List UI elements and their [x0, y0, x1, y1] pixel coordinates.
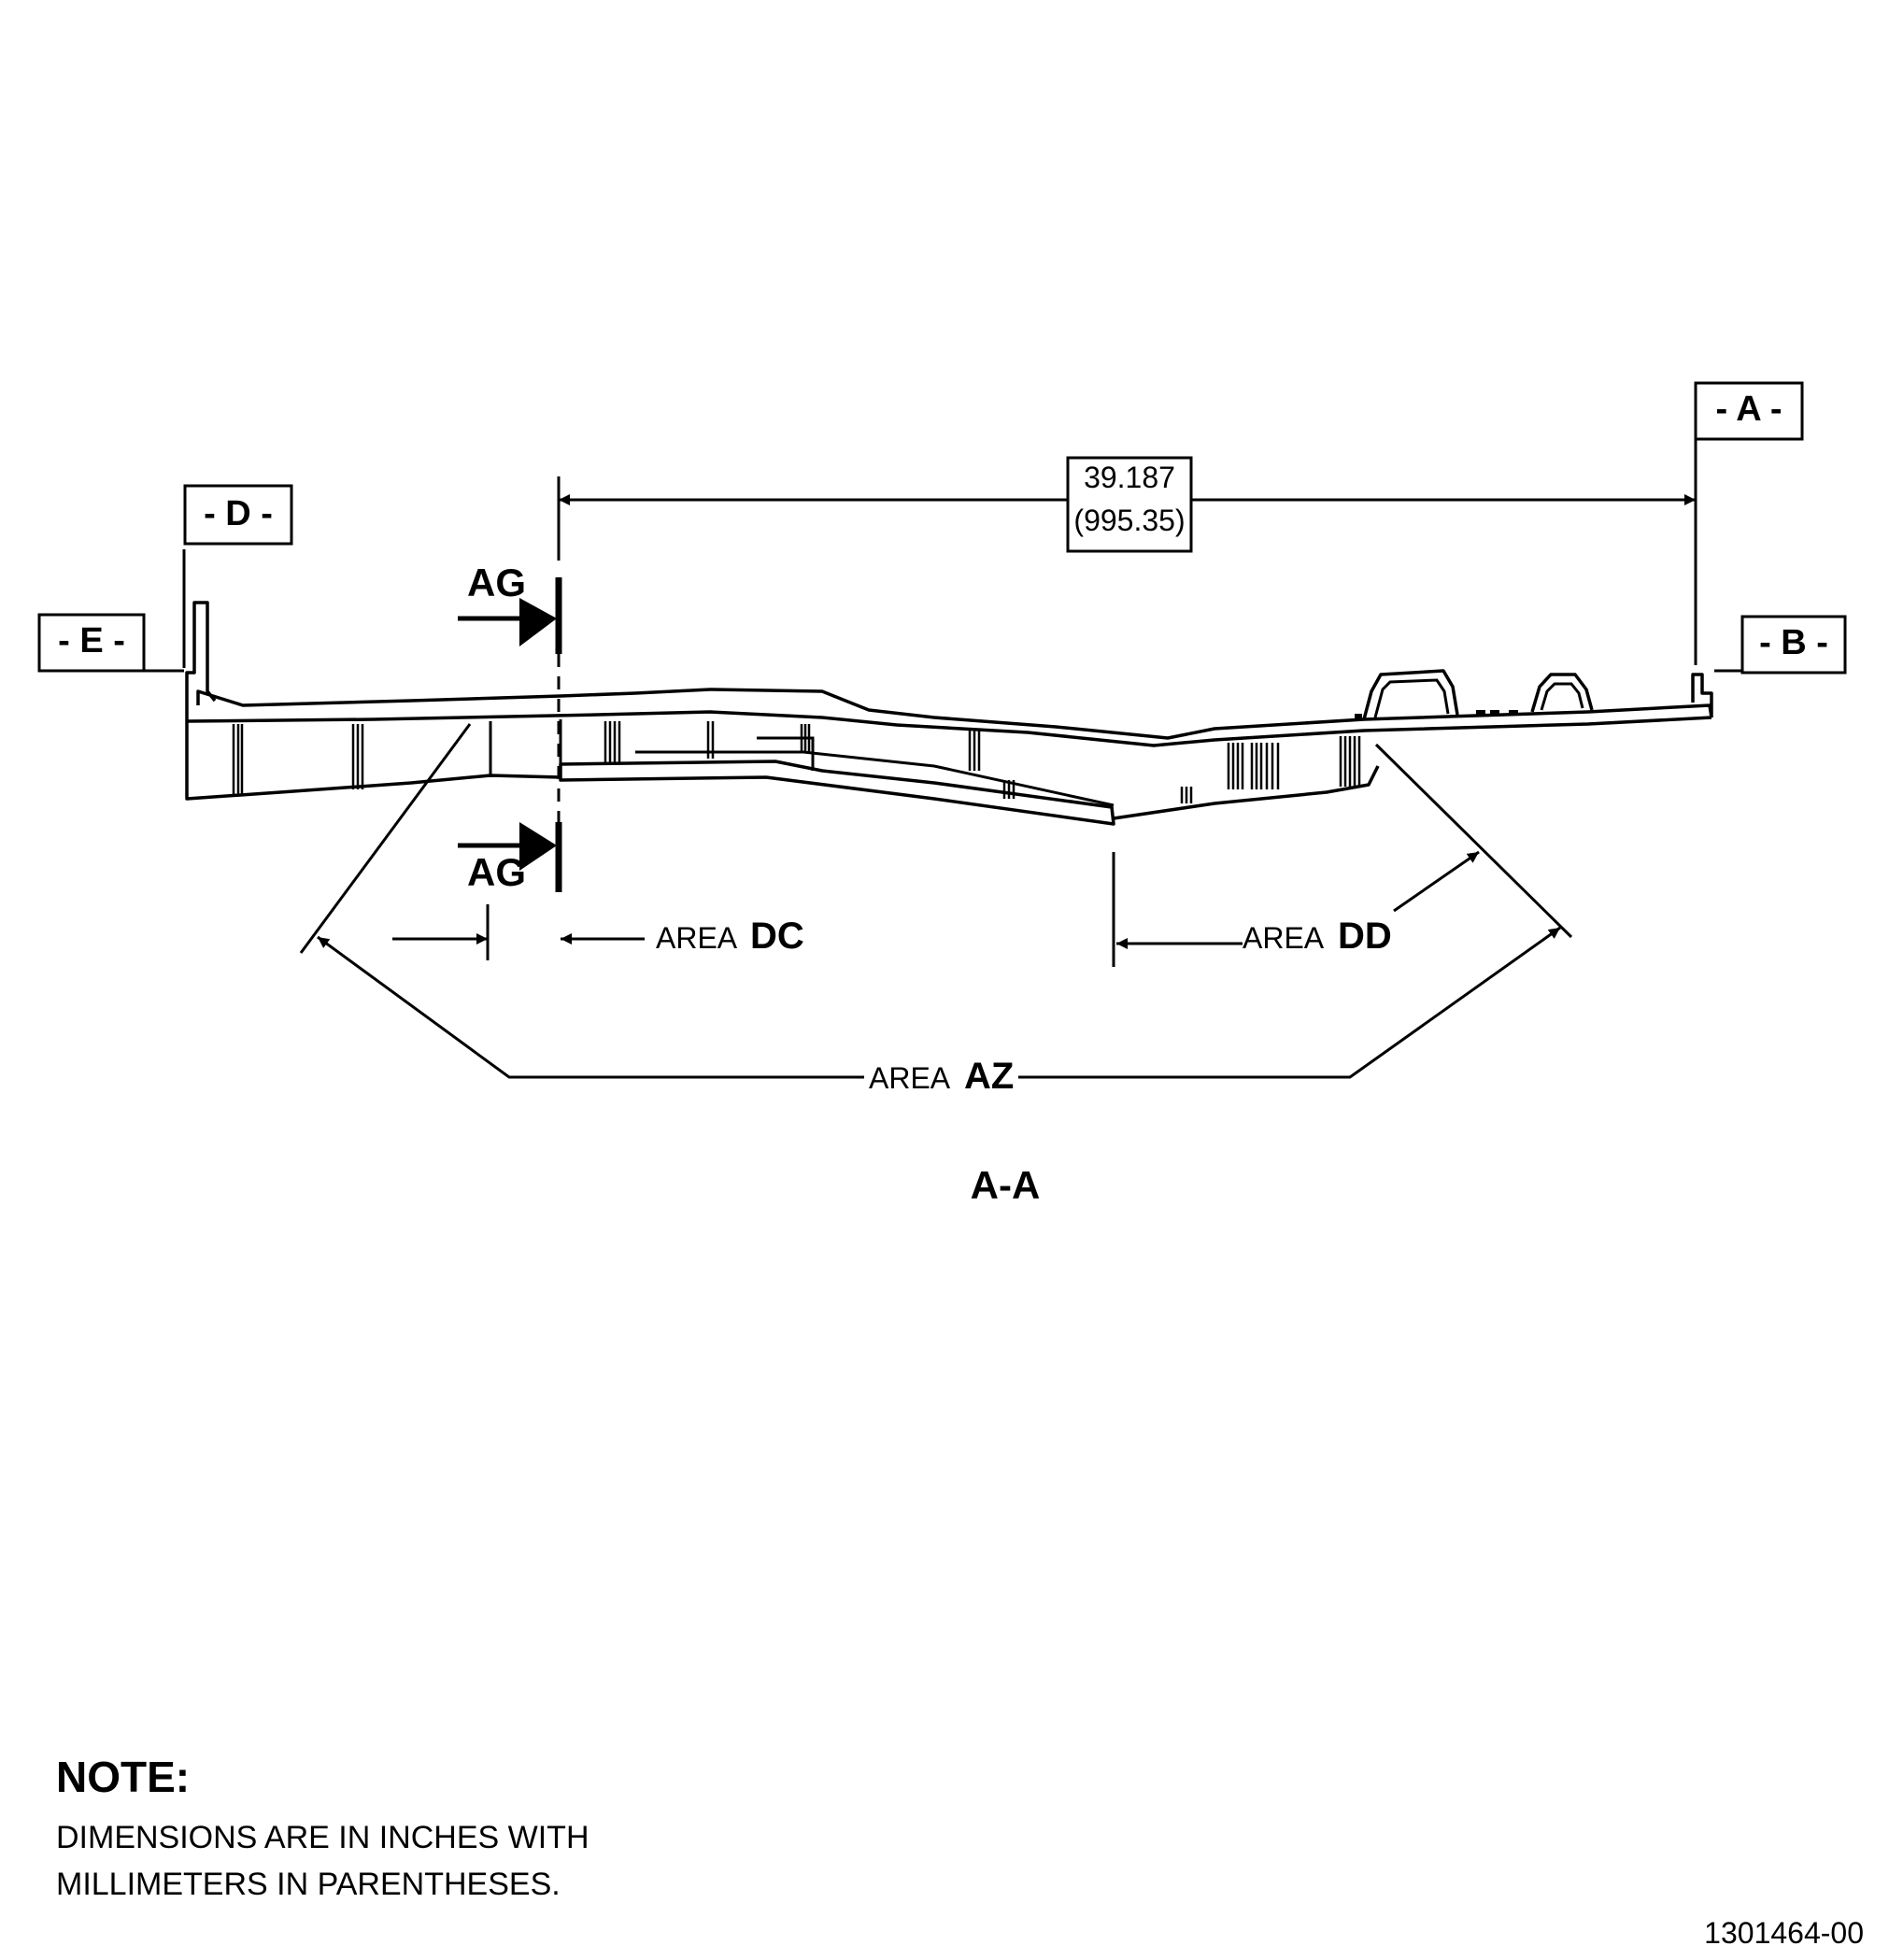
rib-7: [1002, 780, 1016, 799]
area-az-prefix: AREA: [869, 1061, 951, 1095]
part-bottom-right: [1113, 765, 1380, 820]
area-az-code: AZ: [964, 1056, 1014, 1097]
part-top-surface: [196, 688, 1713, 740]
right-bump-large-inner: [1373, 678, 1450, 718]
right-bump-small: [1530, 673, 1594, 713]
datum-d-box: [183, 484, 293, 546]
dimension-inches: 39.187: [1084, 461, 1175, 494]
dd-arrow-diagonal: [1393, 850, 1480, 913]
datum-b-box: [1740, 615, 1847, 675]
rib-2: [351, 724, 364, 789]
datum-e-label: - E -: [58, 621, 125, 660]
rib-5: [800, 724, 811, 752]
area-dd-prefix: AREA: [1243, 921, 1325, 955]
datum-b-label: - B -: [1759, 623, 1828, 662]
left-flange: [185, 601, 217, 721]
ag-bottom-arrow-head: [519, 822, 557, 871]
area-az-callout: AREA AZ: [299, 723, 1573, 1097]
view-label: A-A: [971, 1163, 1041, 1207]
right-lip: [1691, 673, 1713, 717]
drawing-number: 1301464-00: [1704, 1916, 1864, 1950]
note-block: NOTE: DIMENSIONS ARE IN INCHES WITH MILL…: [56, 1753, 589, 1902]
datum-leaders: [145, 439, 1742, 673]
rib-10: [1339, 736, 1361, 787]
dimension-box: [1066, 456, 1193, 553]
rib-3: [604, 721, 621, 764]
right-bump-large: [1362, 669, 1459, 720]
part-outline: [185, 601, 1713, 826]
overall-dimension: 39.187 (995.35): [557, 456, 1696, 561]
ag-top-arrow-head: [519, 598, 557, 646]
az-leader-right: [1018, 926, 1561, 1079]
rib-9: [1227, 743, 1280, 789]
az-extension-left: [299, 723, 472, 954]
surface-mark-2: [1476, 710, 1485, 715]
right-bump-small-inner: [1540, 682, 1584, 711]
datum-a-label: - A -: [1715, 390, 1782, 429]
datum-a-box: [1694, 381, 1804, 441]
surface-mark-4: [1509, 710, 1518, 715]
rib-group: [232, 721, 1361, 803]
part-lower-flange: [559, 760, 1115, 826]
note-line-2: MILLIMETERS IN PARENTHESES.: [56, 1867, 561, 1902]
ag-bottom-label: AG: [467, 850, 526, 894]
datum-d-label: - D -: [204, 494, 273, 533]
ag-top-label: AG: [467, 561, 526, 604]
area-dc-code: DC: [750, 916, 804, 957]
part-inner-surface: [186, 710, 1712, 747]
rib-8: [1180, 787, 1193, 803]
area-dc-callout: AREA DC: [392, 904, 804, 960]
rib-4: [706, 721, 715, 759]
rib-1: [232, 724, 244, 796]
section-cut-ag: AG AG: [458, 561, 562, 894]
note-line-1: DIMENSIONS ARE IN INCHES WITH: [56, 1820, 589, 1855]
az-leader-left: [317, 935, 864, 1079]
part-pocket-line: [635, 750, 1115, 807]
part-pocket-wall: [757, 736, 815, 771]
area-dc-prefix: AREA: [656, 921, 738, 955]
surface-mark-1: [1355, 714, 1362, 718]
surface-mark-3: [1490, 710, 1499, 715]
dimension-millimeters: (995.35): [1073, 504, 1185, 537]
note-heading: NOTE:: [56, 1753, 190, 1801]
datum-e-box: [37, 613, 146, 673]
az-extension-right: [1374, 743, 1573, 939]
rib-6: [968, 731, 981, 771]
area-dd-callout: AREA DD: [1112, 850, 1480, 967]
part-bottom-left: [185, 721, 561, 801]
area-dd-code: DD: [1338, 916, 1392, 957]
